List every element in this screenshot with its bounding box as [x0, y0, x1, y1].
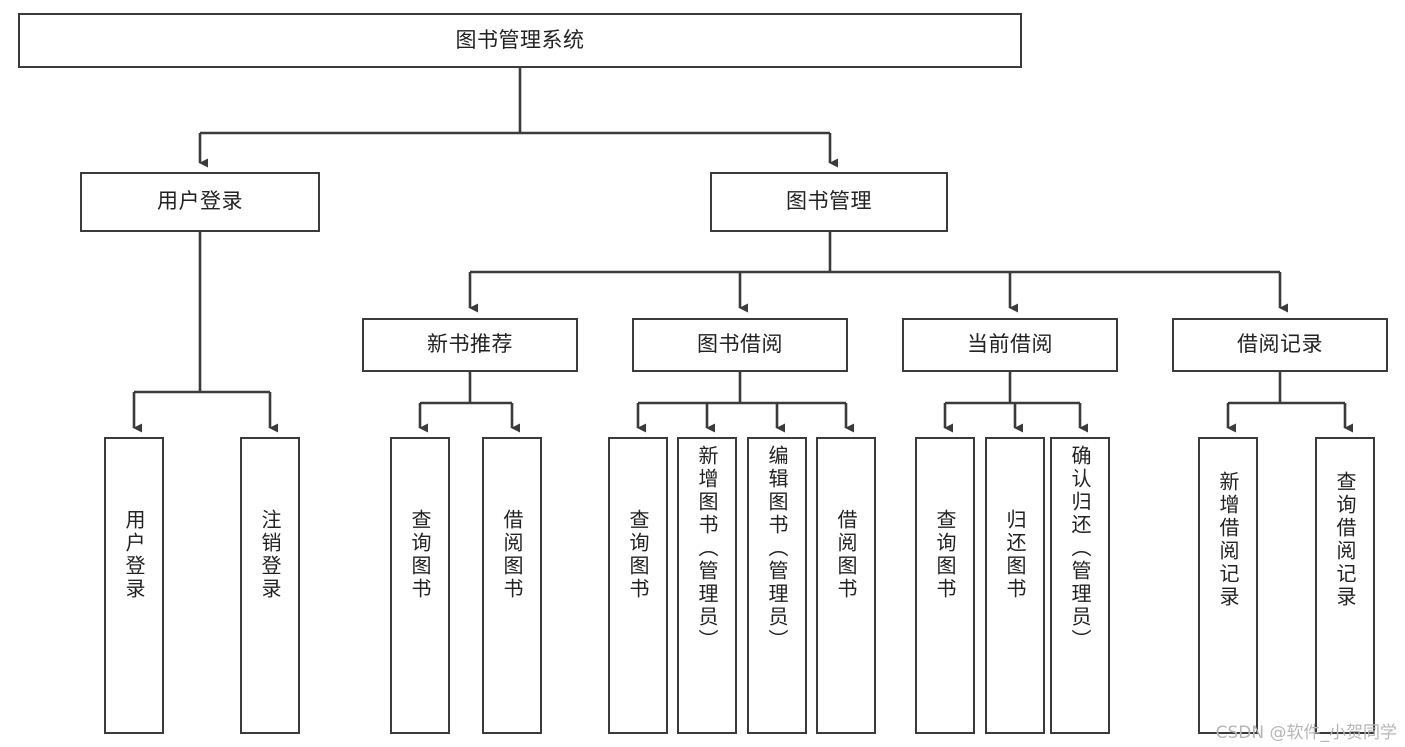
leaf-query-book-2[interactable]: 查询图书	[608, 437, 668, 734]
leaf-borrow-book-2[interactable]: 借阅图书	[816, 437, 876, 734]
edges-bookborrow-to-leaves	[636, 372, 854, 433]
leaf-borrow-book-1-label: 借阅图书	[500, 509, 524, 601]
node-current-borrow-label: 当前借阅	[967, 332, 1053, 357]
leaf-query-book-1[interactable]: 查询图书	[390, 437, 450, 734]
edges-root-to-level2	[198, 68, 838, 168]
node-new-book-recommend-label: 新书推荐	[427, 332, 513, 357]
leaf-add-record-label: 新增借阅记录	[1216, 471, 1240, 609]
node-book-borrow[interactable]: 图书借阅	[632, 318, 848, 372]
edges-newbook-to-leaves	[418, 372, 520, 433]
leaf-query-book-2-label: 查询图书	[626, 509, 650, 601]
leaf-confirm-return-label: 确认归还（管理员）	[1068, 445, 1092, 652]
leaf-add-record[interactable]: 新增借阅记录	[1198, 437, 1258, 734]
leaf-logout-login-label: 注销登录	[258, 509, 282, 601]
leaf-query-record-label: 查询借阅记录	[1333, 471, 1357, 609]
edges-userlogin-to-leaves	[132, 232, 278, 433]
leaf-add-book[interactable]: 新增图书（管理员）	[677, 437, 737, 734]
node-book-manage-label: 图书管理	[786, 189, 872, 214]
node-borrow-record[interactable]: 借阅记录	[1172, 318, 1388, 372]
leaf-query-book-3[interactable]: 查询图书	[915, 437, 975, 734]
leaf-confirm-return[interactable]: 确认归还（管理员）	[1050, 437, 1110, 734]
leaf-user-login[interactable]: 用户登录	[104, 437, 164, 734]
leaf-query-record[interactable]: 查询借阅记录	[1315, 437, 1375, 734]
leaf-borrow-book-1[interactable]: 借阅图书	[482, 437, 542, 734]
leaf-borrow-book-2-label: 借阅图书	[834, 509, 858, 601]
node-book-borrow-label: 图书借阅	[697, 332, 783, 357]
edges-bookmanage-to-level3	[468, 232, 1288, 313]
node-user-login-label: 用户登录	[157, 189, 243, 214]
node-root-label: 图书管理系统	[455, 27, 585, 52]
leaf-add-book-label: 新增图书（管理员）	[695, 445, 719, 652]
node-book-manage[interactable]: 图书管理	[710, 172, 948, 232]
node-root[interactable]: 图书管理系统	[18, 13, 1022, 68]
leaf-query-book-1-label: 查询图书	[408, 509, 432, 601]
leaf-edit-book-label: 编辑图书（管理员）	[765, 445, 789, 652]
leaf-return-book-label: 归还图书	[1003, 509, 1027, 601]
node-new-book-recommend[interactable]: 新书推荐	[362, 318, 578, 372]
node-user-login[interactable]: 用户登录	[80, 172, 320, 232]
node-borrow-record-label: 借阅记录	[1237, 332, 1323, 357]
node-current-borrow[interactable]: 当前借阅	[902, 318, 1118, 372]
leaf-query-book-3-label: 查询图书	[933, 509, 957, 601]
csdn-watermark: CSDN @软件_小贺同学	[1215, 723, 1397, 743]
leaf-user-login-label: 用户登录	[122, 509, 146, 601]
leaf-logout-login[interactable]: 注销登录	[240, 437, 300, 734]
edges-borrowrecord-to-leaves	[1226, 372, 1353, 433]
leaf-edit-book[interactable]: 编辑图书（管理员）	[747, 437, 807, 734]
edges-currentborrow-to-leaves	[943, 372, 1088, 433]
leaf-return-book[interactable]: 归还图书	[985, 437, 1045, 734]
